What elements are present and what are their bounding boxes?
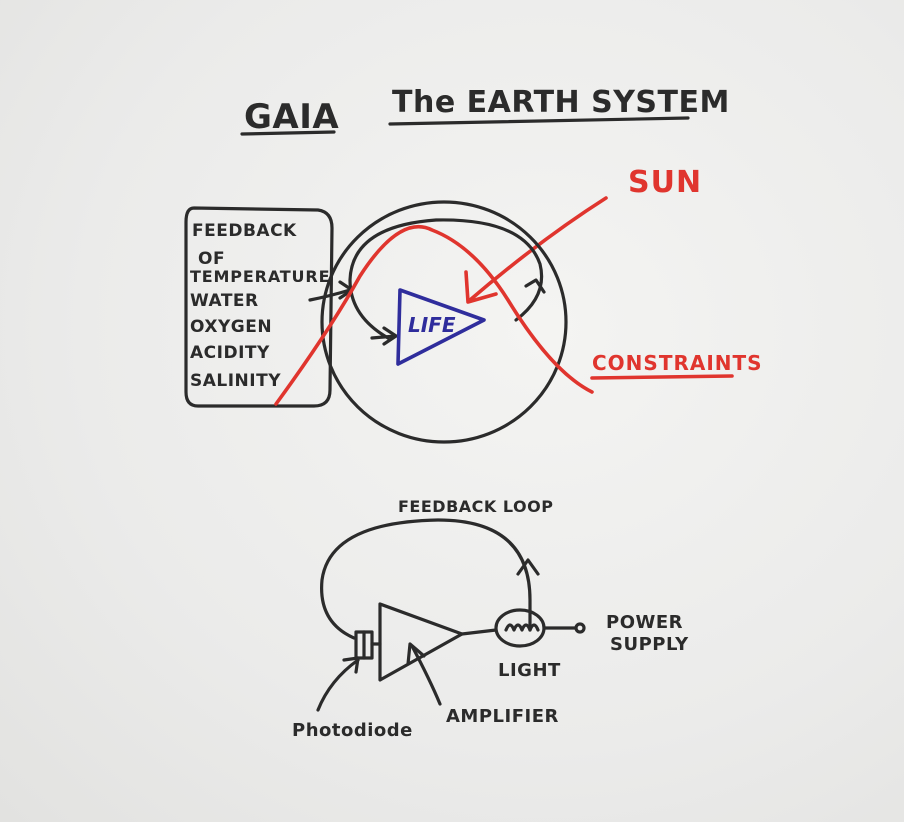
amplifier-pointer-head	[406, 642, 426, 666]
feedback-box: FEEDBACK OF TEMPERATURE WATER OXYGEN ACI…	[184, 206, 334, 408]
constraints-underline	[590, 374, 734, 380]
constraints-curve	[274, 224, 594, 406]
title-gaia: GAIA	[244, 97, 339, 137]
life-label: LIFE	[408, 313, 456, 337]
light-label: LIGHT	[498, 660, 561, 681]
earth-system	[274, 200, 594, 444]
sun-label: SUN	[628, 165, 702, 200]
supply-label: SUPPLY	[610, 634, 689, 655]
feedback-box-outline	[184, 206, 334, 408]
circuit-feedback-loop	[320, 518, 532, 640]
photodiode-pointer-head	[342, 656, 360, 674]
photodiode-pointer	[316, 658, 360, 712]
photodiode-label: Photodiode	[292, 720, 413, 741]
amp-light-wire	[460, 628, 498, 636]
constraints-group: CONSTRAINTS	[590, 351, 763, 380]
feedback-loop-label: FEEDBACK LOOP	[398, 497, 553, 516]
earth-outer-circle	[320, 200, 568, 444]
feedback-arrow-2	[370, 334, 398, 340]
feedback-arrow-1	[308, 288, 352, 302]
amplifier-label: AMPLIFIER	[446, 706, 559, 727]
circuit-loop-arrowhead	[516, 558, 540, 576]
title-earth-system-underline	[388, 116, 690, 126]
light-filament	[504, 623, 540, 632]
inner-loop-arrowhead	[524, 278, 546, 294]
feedback-arrow-2-head	[382, 326, 398, 346]
power-terminal	[574, 622, 586, 634]
feedback-line-4: WATER	[190, 291, 259, 311]
feedback-line-1: FEEDBACK	[192, 221, 297, 241]
life-triangle: LIFE	[396, 288, 486, 366]
feedback-line-7: SALINITY	[190, 371, 281, 391]
feedback-line-5: OXYGEN	[190, 317, 272, 337]
power-label: POWER	[606, 612, 683, 633]
title-gaia-underline	[240, 130, 336, 136]
amplifier-symbol	[378, 602, 464, 682]
sun-group: SUN	[464, 165, 702, 304]
feedback-line-2: OF	[198, 249, 225, 269]
sun-arrow-head	[464, 270, 498, 304]
feedback-line-3: TEMPERATURE	[190, 267, 330, 286]
life-triangle-outline	[396, 288, 486, 366]
title-earth-system: The EARTH SYSTEM	[392, 85, 730, 120]
title-group: GAIA The EARTH SYSTEM	[240, 85, 730, 137]
circuit-diagram: FEEDBACK LOOP POWER SUPPLY LIGHT Photodi…	[292, 497, 689, 741]
amplifier-pointer	[410, 644, 442, 706]
constraints-label: CONSTRAINTS	[592, 351, 763, 375]
feedback-line-6: ACIDITY	[190, 343, 270, 363]
